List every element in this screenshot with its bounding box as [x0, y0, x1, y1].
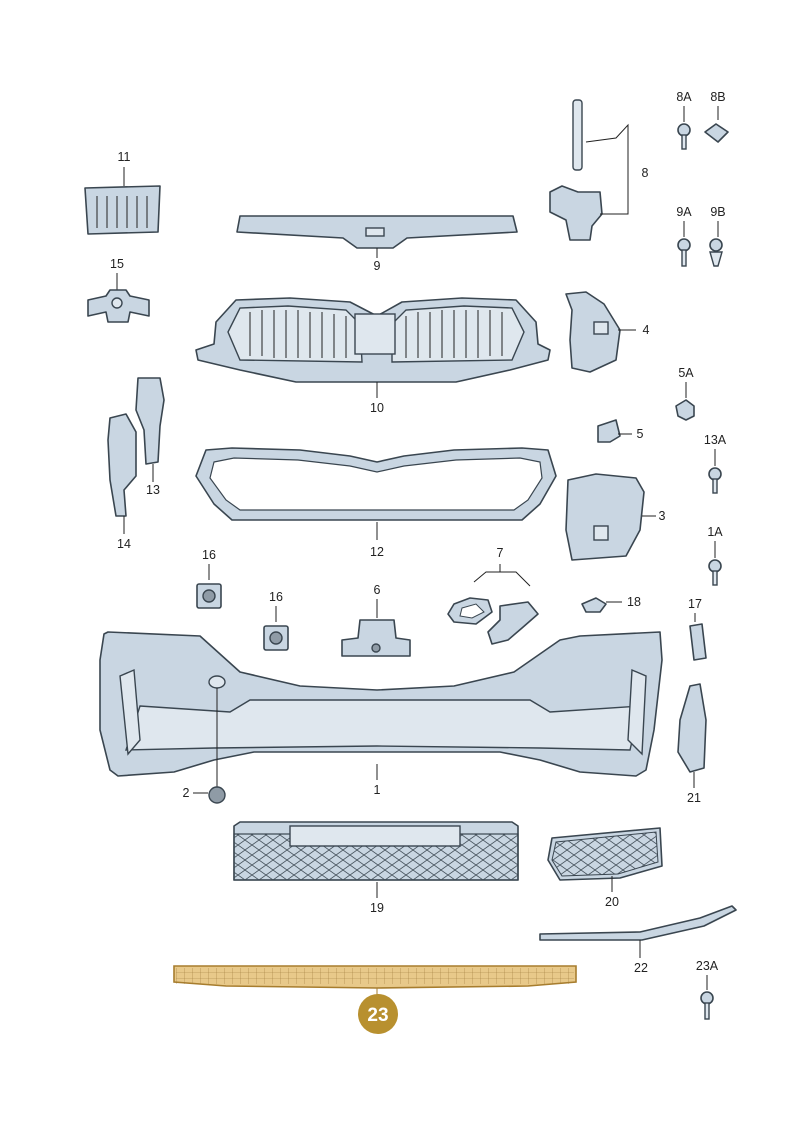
- label-1a: 1A: [707, 525, 723, 539]
- label-8b: 8B: [710, 90, 725, 104]
- label-5: 5: [637, 427, 644, 441]
- part-1-bumper-cover: 1: [99, 631, 663, 797]
- label-8: 8: [642, 166, 649, 180]
- part-18-cap: 18: [581, 595, 641, 613]
- label-17: 17: [688, 597, 702, 611]
- label-6: 6: [374, 583, 381, 597]
- part-12-grille-frame: 12: [195, 447, 557, 559]
- part-17-clip-strip: 17: [688, 597, 707, 661]
- part-22-trim-strip: 22: [539, 905, 737, 975]
- label-15: 15: [110, 257, 124, 271]
- part-13-guide-bracket: 13: [135, 377, 165, 497]
- label-4: 4: [643, 323, 650, 337]
- part-19-lower-grille: 19: [233, 821, 519, 915]
- label-5a: 5A: [678, 366, 694, 380]
- part-20-side-grille: 20: [547, 827, 663, 909]
- label-16a: 16: [202, 548, 216, 562]
- label-10: 10: [370, 401, 384, 415]
- part-14-side-bracket: 14: [107, 413, 137, 551]
- highlight-badge[interactable]: [358, 994, 398, 1034]
- label-7: 7: [497, 546, 504, 560]
- label-13: 13: [146, 483, 160, 497]
- part-11-grille-insert: 11: [84, 150, 161, 235]
- highlight-badge-label: 23: [367, 1005, 388, 1026]
- label-21: 21: [687, 791, 701, 805]
- part-3-lower-bracket: 3: [565, 473, 666, 561]
- part-10-radiator-grille: 10: [195, 297, 551, 415]
- part-5-clip: 5: [597, 419, 644, 443]
- part-9-upper-cross-member: 9: [236, 215, 518, 273]
- label-1: 1: [374, 783, 381, 797]
- label-12: 12: [370, 545, 384, 559]
- label-20: 20: [605, 895, 619, 909]
- label-23a: 23A: [696, 959, 719, 973]
- fastener-1a: 1A: [707, 525, 723, 586]
- fastener-9b: 9B: [709, 205, 726, 267]
- part-2-plug: 2: [183, 786, 226, 804]
- label-3: 3: [659, 509, 666, 523]
- part-15-bracket: 15: [87, 257, 150, 323]
- label-22: 22: [634, 961, 648, 975]
- fastener-8b: 8B: [704, 90, 729, 143]
- label-19: 19: [370, 901, 384, 915]
- label-9a: 9A: [676, 205, 692, 219]
- fastener-8a: 8A: [676, 90, 692, 150]
- fastener-13a: 13A: [704, 433, 727, 494]
- part-8-bracket: 8: [549, 99, 649, 241]
- label-2: 2: [183, 786, 190, 800]
- label-13a: 13A: [704, 433, 727, 447]
- part-21-side-trim: 21: [677, 683, 707, 805]
- part-23-lower-spoiler-highlighted[interactable]: 23: [173, 965, 577, 1034]
- part-6-sensor-mount: 6: [341, 583, 411, 657]
- label-9: 9: [374, 259, 381, 273]
- part-4-headlamp-bracket: 4: [565, 291, 650, 373]
- label-16b: 16: [269, 590, 283, 604]
- label-11: 11: [118, 150, 131, 164]
- fastener-23a: 23A: [696, 959, 719, 1020]
- label-8a: 8A: [676, 90, 692, 104]
- fastener-5a: 5A: [675, 366, 695, 421]
- part-7-washer-covers: 7: [447, 546, 539, 645]
- fastener-9a: 9A: [676, 205, 692, 267]
- label-14: 14: [117, 537, 131, 551]
- part-16-sensor-holder-right: 16: [263, 590, 289, 651]
- label-9b: 9B: [710, 205, 725, 219]
- part-16-sensor-holder-left: 16: [196, 548, 222, 609]
- label-18: 18: [627, 595, 641, 609]
